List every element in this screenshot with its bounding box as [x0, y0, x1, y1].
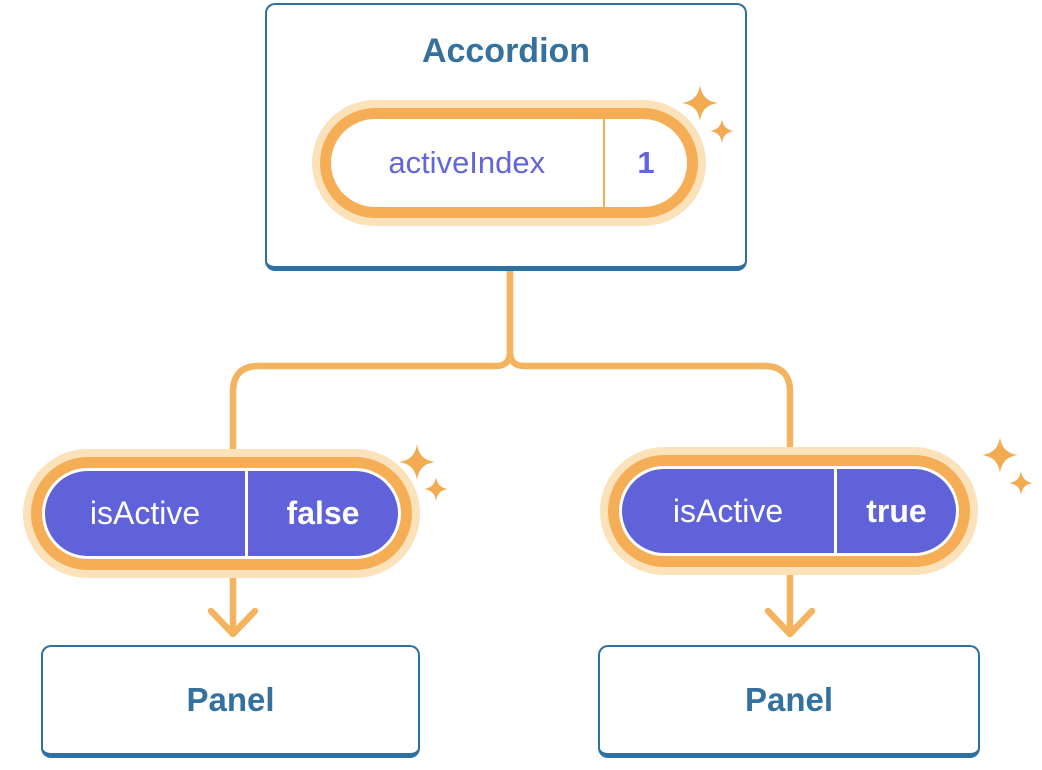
prop-pill-value: true: [866, 492, 927, 529]
pill-divider: [602, 119, 605, 207]
state-pill: activeIndex 1: [312, 100, 706, 226]
state-pill-ring: activeIndex 1: [320, 108, 698, 218]
pill-divider: [834, 469, 837, 553]
panel-node-left: Panel: [41, 645, 420, 758]
branch-line-right: [506, 266, 794, 629]
state-pill-value: 1: [637, 145, 655, 180]
prop-pill-label: isActive: [672, 492, 784, 529]
sparkle-icon: [682, 85, 734, 143]
prop-pill-ring: isActive false: [31, 457, 412, 570]
sparkle-icon: [399, 444, 448, 501]
prop-pill-label: isActive: [89, 495, 201, 531]
pill-divider: [245, 471, 248, 556]
prop-pill-ring: isActive true: [608, 455, 970, 567]
state-pill-label: activeIndex: [388, 145, 546, 180]
prop-pill-value: false: [286, 495, 360, 531]
prop-pill-true: isActive true: [600, 447, 978, 575]
prop-pill-body: isActive true: [622, 469, 956, 553]
panel-node-right: Panel: [598, 645, 980, 758]
panel-title: Panel: [744, 681, 834, 718]
sparkle-icon: [982, 437, 1033, 495]
prop-pill-body: isActive false: [45, 471, 398, 556]
arrowhead-down-icon: [207, 607, 259, 638]
accordion-title: Accordion: [421, 32, 591, 70]
prop-pill-false: isActive false: [23, 449, 420, 578]
arrowhead-down-icon: [764, 607, 816, 638]
panel-title: Panel: [186, 681, 275, 718]
